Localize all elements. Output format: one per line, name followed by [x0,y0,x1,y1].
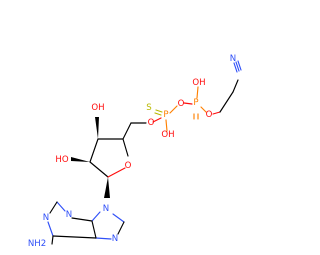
bond-c6-c5 [52,235,97,239]
bond-oester-c [212,111,221,115]
atom-n-purine-n3: N [43,213,49,223]
bond-pb-oester [200,106,207,113]
ribose-ring-bonds [89,122,132,178]
bond-o5-pa [152,117,162,123]
bond-c6-nh2 [51,235,54,245]
bond-pb-oh [196,86,199,99]
bond-c5-c4 [91,220,97,239]
bond-c8-n7 [117,221,125,235]
atom-nh2-amine: NH2 [28,239,46,249]
bond-ch2-ch2 [219,91,234,113]
wedge-c1-n9 [104,177,110,198]
atom-o-bridge-5prime: O [148,118,155,128]
bond-pa-oh [165,119,168,132]
wedge-c2-oh [71,157,90,162]
atom-n-nitrile: N [230,54,236,64]
bond-oring-c1 [107,167,126,178]
bond-obridge-pb [183,102,193,105]
bond-cn-triple-2 [235,61,240,72]
bond-c2-n1 [49,201,58,214]
wedge-c3-oh [95,117,99,139]
bond-pa-s-2 [154,112,162,116]
atom-o-beta-ester: O [206,110,213,120]
bond-n3-c2 [56,201,66,212]
atom-n-purine-n7: N [112,234,118,244]
atom-oh-ribose-left: HO [55,155,68,165]
bond-cn-triple-3 [237,60,242,71]
atom-n-purine-n1: N [66,210,72,220]
bond-n7-c5 [95,237,112,240]
atom-oh-p-beta-top: OH [192,78,205,88]
bond-c4-n3 [71,217,93,222]
atom-o-ring: O [125,161,132,171]
atom-o-bridge-pp: O [178,99,185,109]
bond-c2-c3 [89,138,99,163]
bond-c1-c2 [89,161,109,178]
bond-n9-c4 [91,211,101,222]
phosphate-chain-bonds [130,60,242,132]
atom-oh-p-alpha: OH [161,130,174,140]
atom-labels: OH HO O O P S OH O P OH O N N N N N NH2 [28,54,236,249]
atom-p-beta: P [193,98,198,108]
bond-pa-obridge [169,105,178,114]
atom-oh-ribose-top: OH [91,103,104,113]
atom-p-alpha: P [163,110,168,120]
stereo-bonds [71,117,110,198]
purine-ring-bonds [47,201,125,245]
atom-n-purine-n9: N [103,204,109,214]
bond-ch2-cn [232,79,239,93]
bond-c4-oring-c [122,138,129,157]
bond-c4-c5 [122,122,132,140]
bond-n1-c6 [47,221,54,237]
bond-n9-c8 [112,213,125,223]
bond-cn-triple-1 [233,62,238,73]
chemical-structure-diagram: OH HO O O P S OH O P OH O N N N N N NH2 [28,54,242,249]
molecule-svg: OH HO O O P S OH O P OH O N N N N N NH2 [28,54,242,249]
bond-pa-s-1 [155,109,163,113]
atom-s-thio: S [146,103,151,113]
